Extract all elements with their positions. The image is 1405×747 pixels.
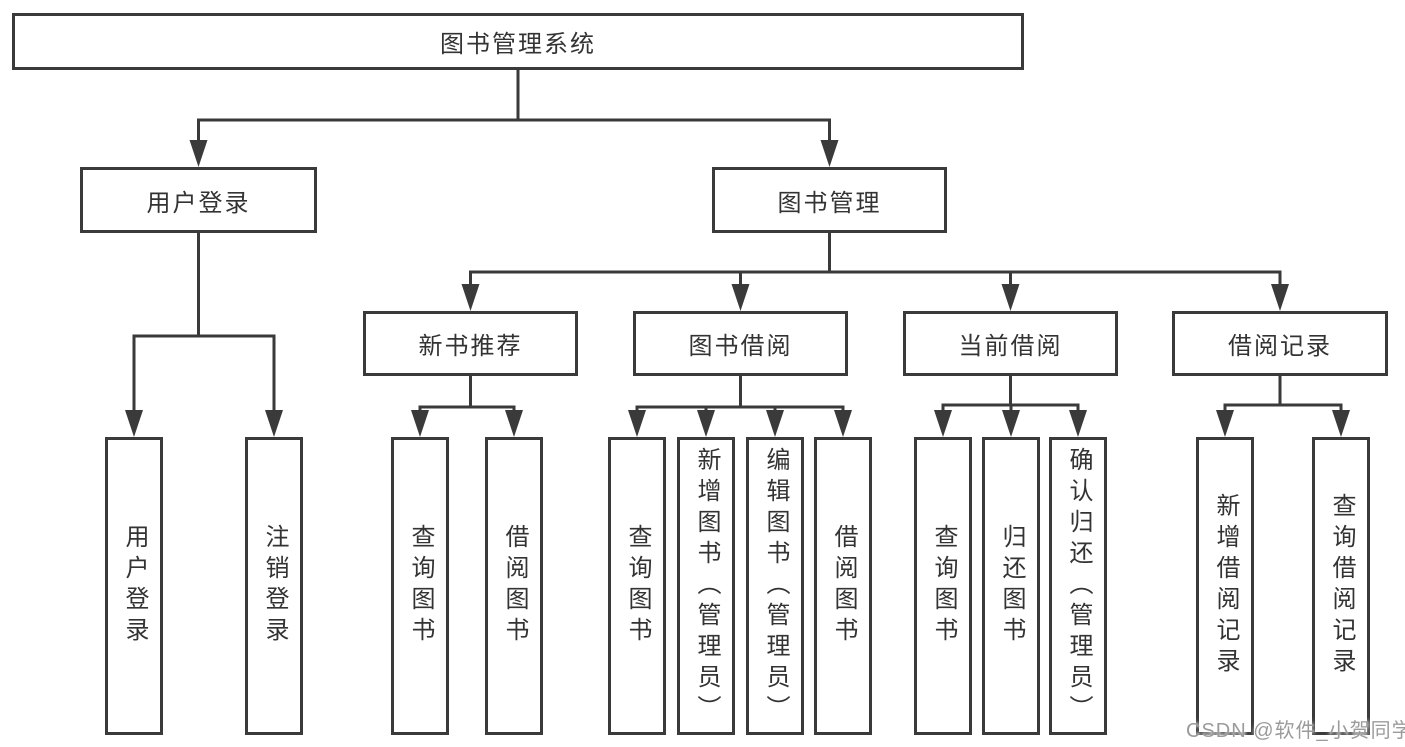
arrowhead <box>766 410 784 437</box>
arrowhead <box>934 410 952 437</box>
node-new-book-recommend-label: 新书推荐 <box>418 333 523 360</box>
leaf-user-login-label: 用户登录 <box>121 524 148 648</box>
leaf-edit-book-admin-label: 编辑图书（管理员） <box>762 446 789 726</box>
leaf-query-borrow-record-label: 查询借阅记录 <box>1328 493 1355 679</box>
arrowhead <box>1216 410 1234 437</box>
leaf-query-books-2-label: 查询图书 <box>624 524 651 648</box>
arrowhead <box>125 410 143 437</box>
node-book-management: 图书管理 <box>712 167 947 233</box>
node-root: 图书管理系统 <box>12 13 1024 70</box>
leaf-logout: 注销登录 <box>245 437 303 735</box>
arrowhead <box>461 284 480 311</box>
leaf-query-books-1-label: 查询图书 <box>407 524 434 648</box>
node-borrow-records: 借阅记录 <box>1172 311 1388 376</box>
node-user-login-group: 用户登录 <box>80 167 317 233</box>
leaf-add-borrow-record: 新增借阅记录 <box>1196 437 1254 735</box>
arrowhead <box>1002 410 1020 437</box>
leaf-borrow-books-1-label: 借阅图书 <box>501 524 528 648</box>
node-new-book-recommend: 新书推荐 <box>363 311 578 376</box>
connector-newrec-branch <box>418 405 516 414</box>
leaf-user-login: 用户登录 <box>105 437 163 735</box>
node-root-label: 图书管理系统 <box>440 31 596 58</box>
node-book-borrowing: 图书借阅 <box>633 311 848 376</box>
connector-records-branch <box>1223 403 1343 414</box>
arrowhead <box>820 140 839 167</box>
leaf-confirm-return-admin-label: 确认归还（管理员） <box>1065 446 1092 726</box>
leaf-query-books-2: 查询图书 <box>608 437 666 735</box>
leaf-borrow-books-1: 借阅图书 <box>485 437 543 735</box>
connector-login-branch <box>132 334 276 414</box>
leaf-borrow-books-2: 借阅图书 <box>814 437 872 735</box>
leaf-edit-book-admin: 编辑图书（管理员） <box>746 437 804 735</box>
leaf-query-books-3-label: 查询图书 <box>930 524 957 648</box>
node-current-borrowing: 当前借阅 <box>903 311 1118 376</box>
connector-level2-branch <box>197 118 831 144</box>
leaf-add-borrow-record-label: 新增借阅记录 <box>1212 493 1239 679</box>
arrowhead <box>697 410 715 437</box>
node-borrow-records-label: 借阅记录 <box>1228 333 1332 360</box>
leaf-query-books-1: 查询图书 <box>391 437 449 735</box>
arrowhead <box>1271 284 1289 311</box>
leaf-return-books-label: 归还图书 <box>998 524 1025 648</box>
arrowhead <box>1332 410 1350 437</box>
arrowhead <box>628 410 646 437</box>
leaf-return-books: 归还图书 <box>982 437 1040 735</box>
arrowhead <box>411 410 429 437</box>
node-user-login-group-label: 用户登录 <box>146 189 251 217</box>
arrowhead <box>834 410 852 437</box>
leaf-query-books-3: 查询图书 <box>914 437 972 735</box>
csdn-watermark: CSDN @软件_小贺同学 <box>1186 720 1405 742</box>
arrowhead <box>505 410 523 437</box>
node-book-borrowing-label: 图书借阅 <box>688 333 793 360</box>
connector-level3-branch <box>469 270 1282 289</box>
arrowheads <box>125 140 1350 437</box>
connector-borrow-branch <box>635 405 845 414</box>
leaf-borrow-books-2-label: 借阅图书 <box>830 524 857 648</box>
arrowhead <box>1001 284 1020 311</box>
arrowhead <box>1069 410 1087 437</box>
leaf-logout-label: 注销登录 <box>261 524 288 648</box>
leaf-confirm-return-admin: 确认归还（管理员） <box>1049 437 1107 735</box>
arrowhead <box>265 410 283 437</box>
node-current-borrowing-label: 当前借阅 <box>958 333 1063 360</box>
leaf-add-book-admin: 新增图书（管理员） <box>677 437 735 735</box>
arrowhead <box>731 284 750 311</box>
node-book-management-label: 图书管理 <box>777 189 882 217</box>
arrowhead <box>189 140 208 167</box>
leaf-query-borrow-record: 查询借阅记录 <box>1312 437 1370 735</box>
leaf-add-book-admin-label: 新增图书（管理员） <box>693 446 720 726</box>
